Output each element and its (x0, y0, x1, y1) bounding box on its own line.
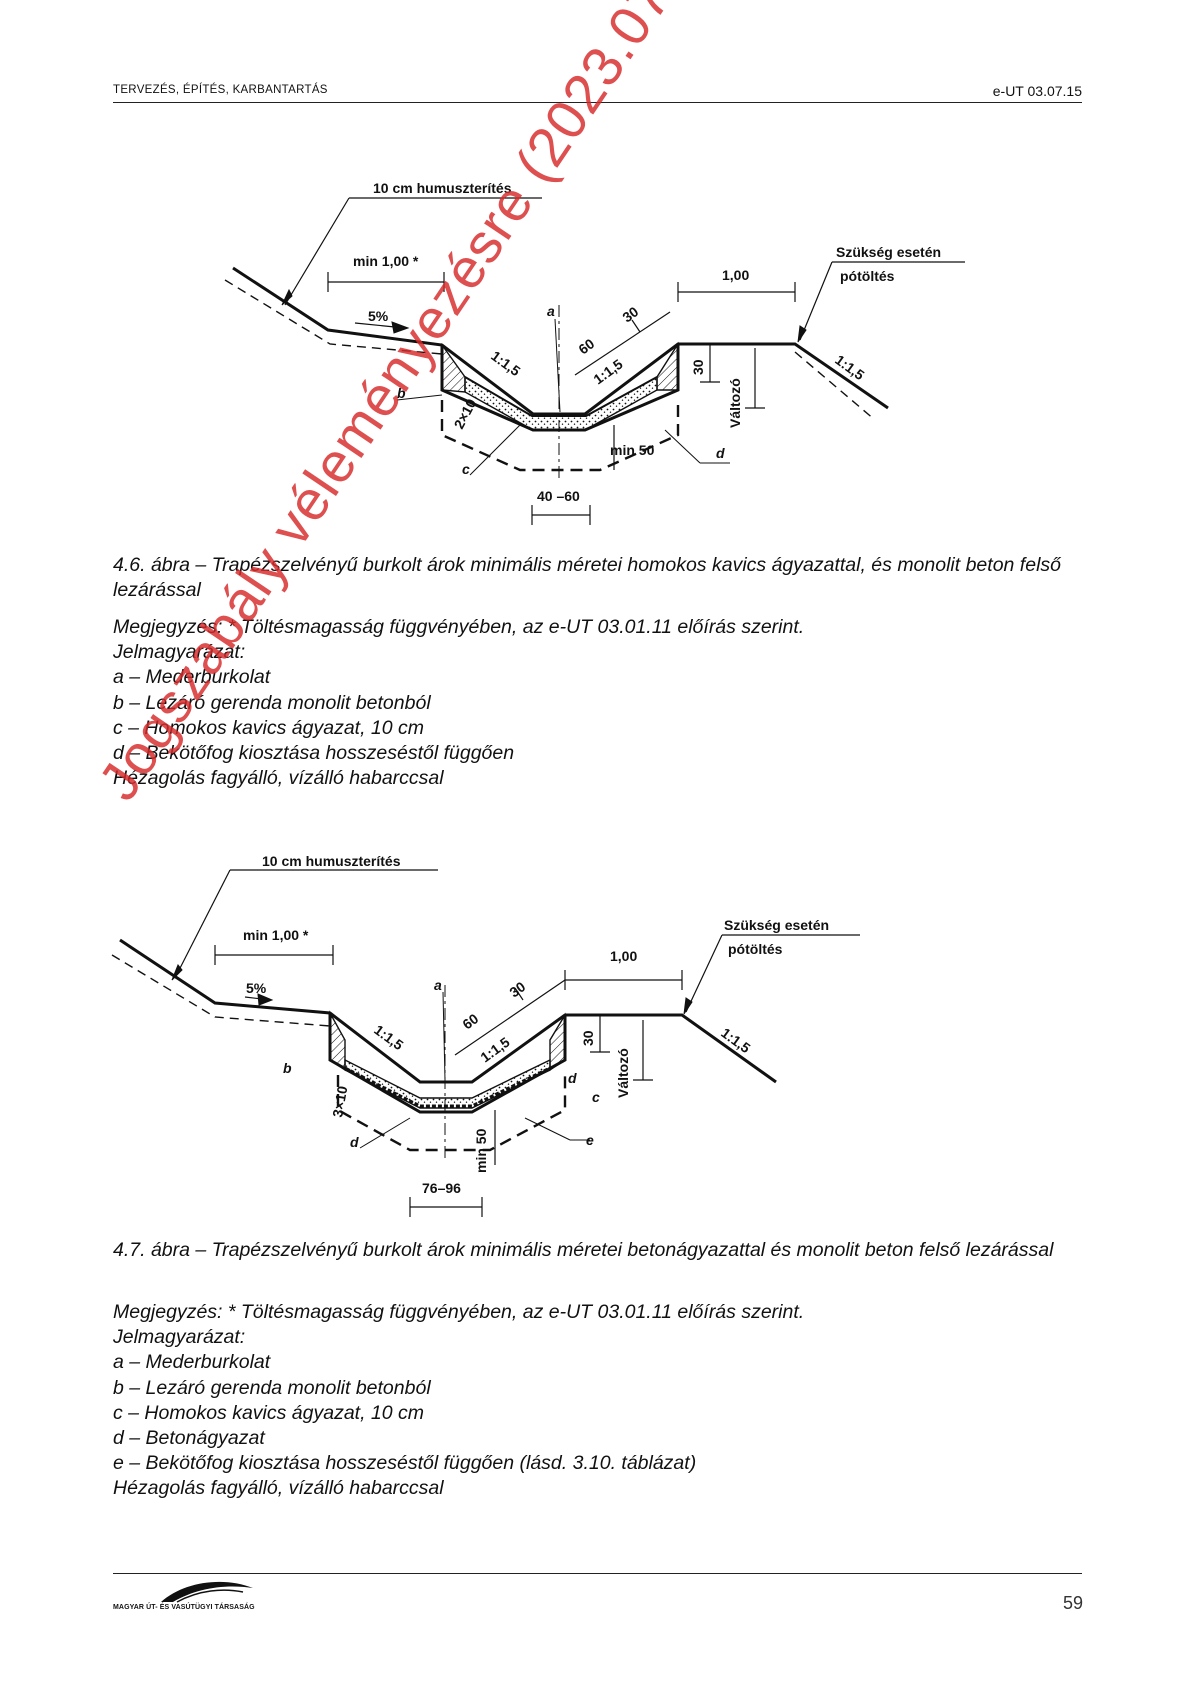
note-line: Hézagolás fagyálló, vízálló habarccsal (113, 767, 444, 790)
note-line: d – Betonágyazat (113, 1427, 265, 1450)
header-right: e-UT 03.07.15 (992, 83, 1082, 99)
f1-label-b: b (397, 385, 406, 401)
f2-fill-line1: Szükség esetén (724, 917, 829, 933)
f1-dim-100: 1,00 (722, 267, 749, 283)
f1-slope-1: 1:1,5 (488, 347, 523, 379)
logo-swoosh-icon (161, 1581, 253, 1603)
footer-rule (113, 1573, 1082, 1574)
f1-slope-pct: 5% (368, 308, 389, 324)
notes-4-7: Megjegyzés: * Töltésmagasság függvényébe… (113, 1300, 1093, 1502)
f1-dim-min50: min 50 (610, 442, 655, 458)
note-line: a – Mederburkolat (113, 666, 271, 689)
f2-label-c: c (592, 1089, 600, 1105)
figure-4-7-drawing: 10 cm humuszterítés min 1,00 * 5% a b c … (111, 853, 860, 1217)
note-line: e – Bekötőfog kiosztása hosszeséstől füg… (113, 1452, 697, 1475)
f1-topsoil-label: 10 cm humuszterítés (373, 180, 512, 196)
left-embankment-line (232, 266, 889, 416)
note-line: b – Lezáró gerenda monolit betonból (113, 691, 431, 714)
figure-4-6-drawing: 10 cm humuszterítés min 1,00 * 5% a b c … (224, 180, 965, 525)
f1-min-width-label: min 1,00 * (353, 253, 419, 269)
f2-label-a: a (434, 977, 442, 993)
page-number: 59 (1062, 1593, 1083, 1613)
f2-dim-min50: min 50 (473, 1128, 489, 1173)
caption-4-6: 4.6. ábra – Trapézszelvényű burkolt árok… (113, 554, 1061, 601)
f1-dim-60: 60 (575, 335, 597, 357)
f2-variable: Változó (615, 1048, 631, 1098)
note-line: Jelmagyarázat: (113, 641, 246, 664)
f1-label-d: d (716, 445, 725, 461)
f1-fill-line2: pótöltés (840, 268, 895, 284)
f2-dim-100: 1,00 (610, 948, 637, 964)
header-left: TERVEZÉS, ÉPÍTÉS, KARBANTARTÁS (113, 84, 328, 96)
f2-label-b: b (283, 1060, 292, 1076)
f2-slope-3: 1:1,5 (718, 1024, 753, 1056)
f2-dim-30v: 30 (580, 1030, 596, 1046)
note-line: Hézagolás fagyálló, vízálló habarccsal (113, 1477, 444, 1500)
f2-dim-bottom: 76–96 (422, 1180, 461, 1196)
f2-fill-line2: pótöltés (728, 941, 783, 957)
f2-label-d1: d (350, 1134, 359, 1150)
f1-dim-30: 30 (619, 303, 641, 325)
logo-text: MAGYAR ÚT- ÉS VASÚTÜGYI TÁRSASÁG (113, 1604, 255, 1611)
f2-min-width-label: min 1,00 * (243, 927, 309, 943)
right-dashed-line (794, 351, 876, 421)
left-dashed-line (224, 279, 443, 355)
f1-dim-bottom: 40 –60 (537, 488, 580, 504)
page-header: TERVEZÉS, ÉPÍTÉS, KARBANTARTÁS e-UT 03.0… (113, 83, 1082, 103)
f1-dim-2x10: 2×10 (451, 396, 480, 432)
note-line: b – Lezáró gerenda monolit betonból (113, 1376, 431, 1399)
tooth-outline (440, 400, 680, 472)
note-line: a – Mederburkolat (113, 1351, 271, 1374)
f2-dim-3x10: 3×10 (329, 1084, 350, 1118)
note-line: c – Homokos kavics ágyazat, 10 cm (113, 716, 425, 739)
note-line: Megjegyzés: * Töltésmagasság függvényébe… (113, 616, 805, 638)
f2-dim-60: 60 (459, 1010, 481, 1032)
note-line: d – Bekötőfog kiosztása hosszeséstől füg… (113, 742, 515, 765)
f1-label-a: a (547, 303, 555, 319)
f1-dim-30v: 30 (690, 359, 706, 375)
note-line: Jelmagyarázat: (113, 1326, 246, 1349)
f1-fill-line1: Szükség esetén (836, 244, 941, 260)
f1-label-c: c (462, 461, 470, 477)
f2-label-e: e (586, 1132, 594, 1148)
notes-4-6: Megjegyzés: * Töltésmagasság függvényébe… (113, 615, 1093, 791)
caption-4-7: 4.7. ábra – Trapézszelvényű burkolt árok… (113, 1239, 1054, 1261)
f2-dim-30: 30 (506, 978, 528, 1000)
f1-slope-3: 1:1,5 (832, 351, 867, 383)
note-line: c – Homokos kavics ágyazat, 10 cm (113, 1401, 425, 1424)
f1-slope-2: 1:1,5 (590, 356, 625, 388)
f1-variable: Változó (727, 378, 743, 428)
embankment-line (119, 938, 777, 1084)
f2-slope-pct: 5% (246, 980, 267, 996)
f2-topsoil-label: 10 cm humuszterítés (262, 853, 401, 869)
f2-label-d2: d (568, 1070, 577, 1086)
note-line: Megjegyzés: * Töltésmagasság függvényébe… (113, 1301, 805, 1323)
f2-slope-2: 1:1,5 (477, 1034, 512, 1066)
society-logo: MAGYAR ÚT- ÉS VASÚTÜGYI TÁRSASÁG (113, 1578, 263, 1614)
